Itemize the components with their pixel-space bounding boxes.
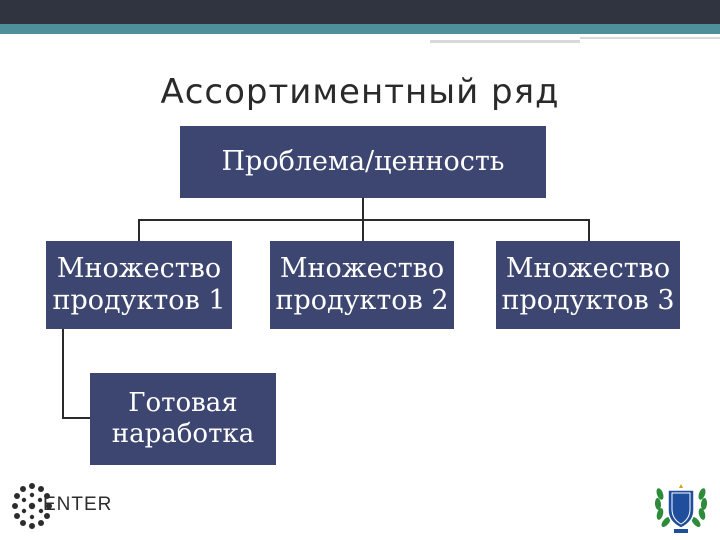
connector-horizontal	[138, 219, 590, 221]
connector-p1-down	[62, 329, 64, 419]
connector-root-down	[362, 198, 364, 220]
dots-circle-icon	[12, 483, 52, 529]
node-products-2: Множество продуктов 2	[270, 241, 454, 329]
logo-text: ENTER	[43, 494, 113, 515]
node-label-line: Множество	[505, 252, 671, 284]
node-label-line: наработка	[111, 419, 255, 449]
node-label-line: продуктов 3	[501, 285, 675, 316]
decor-line	[580, 37, 720, 39]
connector-to-p2	[362, 219, 364, 241]
connector-to-p1	[138, 219, 140, 241]
node-products-1: Множество продуктов 1	[46, 241, 232, 329]
node-label-line: Готовая	[128, 387, 238, 418]
top-accent-bar	[0, 24, 720, 34]
connector-to-p3	[588, 219, 590, 241]
node-root: Проблема/ценность	[180, 126, 546, 198]
node-label-line: Множество	[56, 252, 222, 284]
node-ready-solution: Готовая наработка	[90, 373, 276, 465]
slide-title: Ассортиментный ряд	[160, 72, 560, 112]
node-products-3: Множество продуктов 3	[496, 241, 680, 329]
laurel-shield-icon	[654, 484, 708, 533]
node-root-label: Проблема/ценность	[221, 145, 505, 177]
center-logo: ENTER	[10, 482, 120, 530]
node-label-line: Множество	[279, 252, 445, 284]
top-bar	[0, 0, 720, 24]
node-label-line: продуктов 1	[52, 285, 226, 316]
decor-line	[430, 40, 580, 43]
node-label-line: продуктов 2	[275, 285, 449, 316]
connector-p1-right	[62, 417, 90, 419]
school-emblem	[650, 476, 712, 536]
